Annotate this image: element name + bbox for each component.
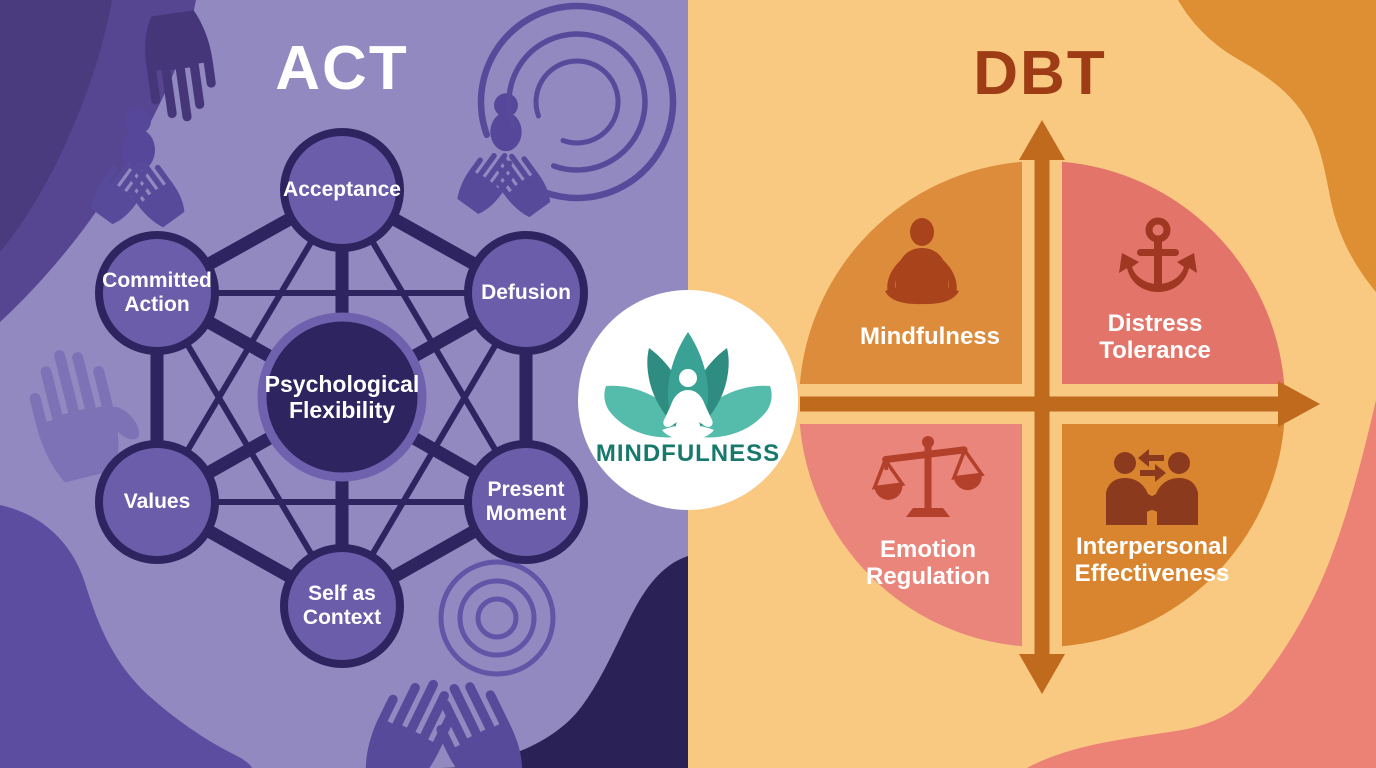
dbt-quadrant-graphic xyxy=(799,0,1376,768)
anchor-icon xyxy=(1119,217,1197,292)
act-title: ACT xyxy=(275,33,409,103)
meditator-figure-icon xyxy=(662,369,714,440)
node-label-defusion: Defusion xyxy=(481,281,571,305)
node-label-values: Values xyxy=(123,490,191,514)
act-blob-navy xyxy=(430,556,688,768)
dbt-blob-salmon xyxy=(1027,400,1376,768)
node-committed-action xyxy=(95,231,219,355)
node-label-present-moment: Present Moment xyxy=(485,478,567,525)
node-psychological-flexibility xyxy=(257,312,427,482)
palm-print-icon xyxy=(19,340,140,486)
act-hexaflex-graphic xyxy=(0,0,688,768)
open-arcs-icon xyxy=(477,2,677,202)
act-blob-bottom-left xyxy=(0,505,252,768)
mindfulness-badge-label: MINDFULNESS xyxy=(595,440,781,467)
dbt-panel: DBT Mindfulness Distress Tolerance Emoti… xyxy=(688,0,1376,768)
quadrant-label-distress-tolerance: Distress Tolerance xyxy=(1099,309,1211,364)
dbt-blob-orange xyxy=(1178,0,1376,292)
scales-icon xyxy=(871,436,985,517)
node-acceptance xyxy=(280,128,404,252)
axis-arrows xyxy=(800,120,1320,694)
node-label-self-as-context: Self as Context xyxy=(302,582,382,629)
node-label-psychological-flexibility: Psychological Flexibility xyxy=(264,371,420,423)
node-defusion xyxy=(464,231,588,355)
node-present-moment xyxy=(464,440,588,564)
hexaflex-nodes xyxy=(95,128,588,668)
node-label-acceptance: Acceptance xyxy=(283,178,401,202)
act-blob-dark xyxy=(0,0,112,252)
lotus-meditator-icon xyxy=(604,332,772,440)
node-values xyxy=(95,440,219,564)
handshake-icon xyxy=(1106,449,1198,525)
quadrant-distress-tolerance xyxy=(1062,161,1285,384)
quadrant-label-interpersonal-effectiveness: Interpersonal Effectiveness xyxy=(1074,532,1230,587)
node-self-as-context xyxy=(280,544,404,668)
quadrant-label-mindfulness: Mindfulness xyxy=(859,323,1000,351)
concentric-rings-icon xyxy=(438,559,556,677)
dbt-title: DBT xyxy=(973,38,1107,108)
quadrant-label-emotion-regulation: Emotion Regulation xyxy=(866,535,990,590)
meditation-icon xyxy=(885,218,959,305)
node-label-committed-action: Committed Action xyxy=(102,269,212,316)
act-panel: ACT Acceptance Defusion Present Moment S… xyxy=(0,0,688,768)
mindfulness-badge: MINDFULNESS xyxy=(578,290,798,510)
